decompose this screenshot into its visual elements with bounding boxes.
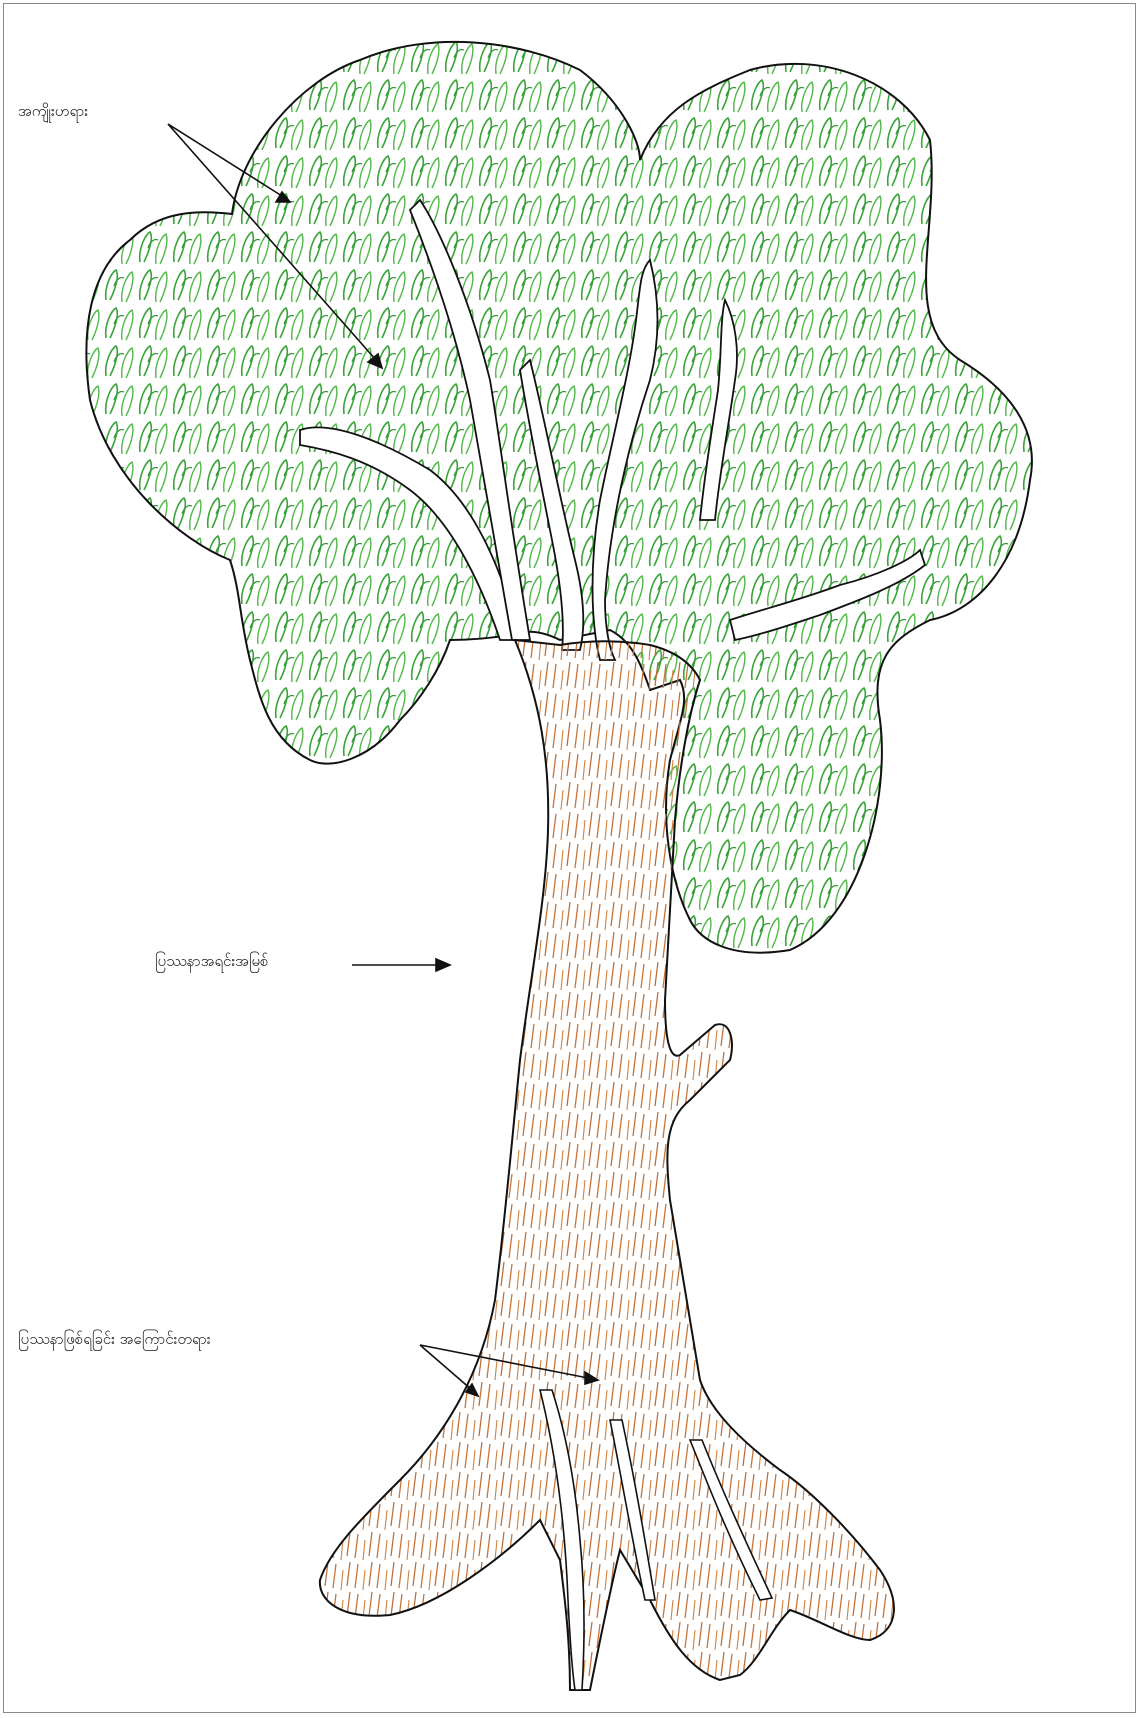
label-core-problem: ပြဿနာအရင်းအမြစ်: [155, 952, 268, 974]
label-causes: ပြဿနာဖြစ်ရခြင်း အကြောင်းတရား: [18, 1330, 211, 1352]
label-effects: အကျိုးဟရား: [18, 102, 88, 124]
